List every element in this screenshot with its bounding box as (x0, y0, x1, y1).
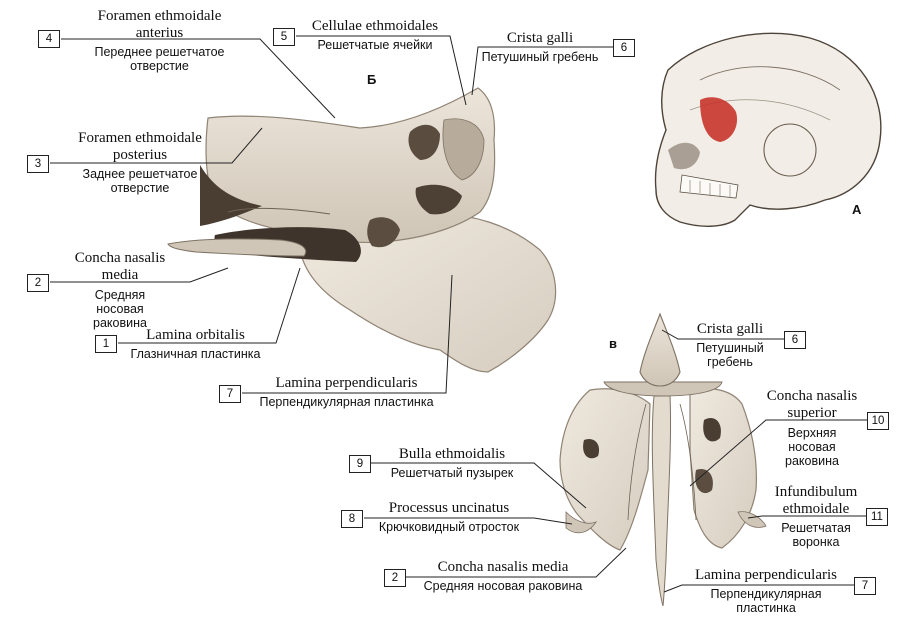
label-number-9: 9 (349, 455, 371, 473)
label-lamina-perpendicularis-lateral: Lamina perpendicularis Перпендикулярная … (244, 375, 449, 409)
label-processus-uncinatus: Processus uncinatus Крючковидный отросто… (364, 500, 534, 534)
panel-letter-b: Б (367, 72, 377, 87)
label-latin: Foramen ethmoidale (97, 8, 222, 24)
label-crista-galli-top: Crista galli Петушиный гребень (470, 30, 610, 64)
label-russian: Решетчатый пузырек (390, 465, 514, 480)
label-latin: Crista galli (506, 30, 574, 46)
label-number-5: 5 (273, 28, 295, 46)
label-russian: Перпендикулярная пластинка (259, 394, 434, 409)
label-number-11: 11 (866, 508, 888, 526)
label-russian: гребень (707, 354, 753, 369)
label-latin: superior (787, 404, 837, 421)
label-number-2: 2 (384, 569, 406, 587)
label-russian: Верхняя (787, 425, 837, 440)
label-russian: отверстие (110, 180, 170, 195)
label-number-2: 2 (27, 274, 49, 292)
label-crista-galli-anterior: Crista galli Петушиный гребень (680, 321, 780, 369)
label-number-3: 3 (27, 155, 49, 173)
label-foramen-ethmoidale-posterius: Foramen ethmoidale posterius Заднее реше… (50, 130, 230, 195)
label-russian: Заднее решетчатое (82, 166, 198, 181)
label-latin: Processus uncinatus (388, 500, 510, 516)
label-number-6: 6 (613, 39, 635, 57)
ethmoid-anterior-view (559, 312, 767, 607)
label-latin: Lamina perpendicularis (275, 375, 418, 391)
leader-lines (50, 35, 868, 593)
label-russian: Переднее решетчатое (94, 44, 225, 59)
label-russian: раковина (785, 453, 839, 468)
label-latin: Lamina perpendicularis (694, 567, 838, 583)
label-latin: Concha nasalis (74, 250, 166, 266)
label-russian: отверстие (130, 58, 189, 73)
label-russian: Петушиный гребень (481, 49, 599, 64)
label-russian: носовая (96, 301, 144, 316)
label-latin: Bulla ethmoidalis (398, 446, 506, 462)
label-concha-nasalis-media-lateral: Concha nasalis media Средняя носовая рак… (50, 250, 190, 330)
label-number-7: 7 (219, 385, 241, 403)
label-latin: posterius (112, 146, 168, 163)
label-concha-nasalis-superior: Concha nasalis superior Верхняя носовая … (758, 388, 866, 468)
label-number-8: 8 (341, 510, 363, 528)
label-number-6: 6 (784, 331, 806, 349)
ethmoid-lateral-view (167, 87, 557, 373)
label-latin: Foramen ethmoidale (78, 130, 202, 146)
label-russian: Решетчатая (781, 520, 851, 535)
label-latin: ethmoidale (782, 500, 850, 517)
label-latin: anterius (135, 24, 184, 41)
label-russian: Средняя носовая раковина (423, 578, 583, 593)
label-number-10: 10 (867, 412, 889, 430)
label-russian: носовая (788, 439, 836, 454)
label-russian: раковина (93, 315, 147, 330)
label-concha-nasalis-media-anterior: Concha nasalis media Средняя носовая рак… (408, 559, 598, 593)
label-russian: Перпендикулярная (710, 586, 822, 601)
label-latin: Lamina orbitalis (146, 327, 245, 343)
label-latin: media (101, 266, 139, 283)
label-russian: Глазничная пластинка (130, 346, 261, 361)
label-latin: Cellulae ethmoidales (311, 18, 439, 34)
skull-thumbnail (654, 32, 882, 227)
label-number-4: 4 (38, 30, 60, 48)
label-russian: воронка (792, 534, 840, 549)
label-bulla-ethmoidalis: Bulla ethmoidalis Решетчатый пузырек (372, 446, 532, 480)
label-russian: Петушиный (696, 340, 764, 355)
label-russian: пластинка (736, 600, 796, 615)
label-infundibulum-ethmoidale: Infundibulum ethmoidale Решетчатая ворон… (766, 484, 866, 549)
label-latin: Infundibulum (774, 484, 858, 500)
label-lamina-orbitalis: Lamina orbitalis Глазничная пластинка (118, 327, 273, 361)
label-latin: Crista galli (696, 321, 764, 337)
label-foramen-ethmoidale-anterius: Foramen ethmoidale anterius Переднее реш… (62, 8, 257, 73)
label-lamina-perpendicularis-anterior: Lamina perpendicularis Перпендикулярная … (680, 567, 852, 615)
panel-letter-v: в (609, 336, 617, 351)
label-russian: Средняя (94, 287, 146, 302)
label-number-1: 1 (95, 335, 117, 353)
label-latin: Concha nasalis (766, 388, 858, 404)
label-cellulae-ethmoidales: Cellulae ethmoidales Решетчатые ячейки (300, 18, 450, 52)
label-number-7: 7 (854, 577, 876, 595)
label-russian: Крючковидный отросток (378, 519, 520, 534)
panel-letter-a: А (852, 202, 862, 217)
label-latin: Concha nasalis media (437, 559, 569, 575)
label-russian: Решетчатые ячейки (317, 37, 433, 52)
